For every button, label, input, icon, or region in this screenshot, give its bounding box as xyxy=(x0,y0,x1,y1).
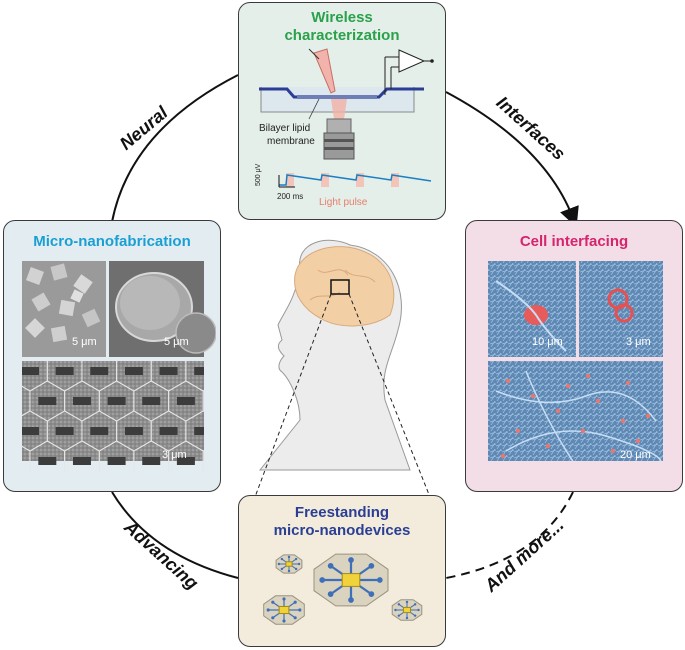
light-pulse-label: Light pulse xyxy=(319,197,368,208)
voltage-trace xyxy=(278,173,432,188)
sem-images xyxy=(22,261,216,461)
device-dot xyxy=(635,438,641,444)
device-dot xyxy=(500,453,506,459)
cell-devices-overlay xyxy=(500,373,651,459)
scale-label-a: 5 μm xyxy=(72,336,97,348)
device-dot xyxy=(645,413,651,419)
device-dot xyxy=(555,408,561,414)
head-silhouette-icon xyxy=(258,239,411,471)
wireless-setup-illustration xyxy=(259,48,434,188)
panel-cell-interfacing: Cell interfacing 10 μm 3 μm 20 μm xyxy=(465,220,683,492)
panel-title-freestanding: Freestanding xyxy=(294,504,390,521)
membrane-label-line2: membrane xyxy=(267,136,315,147)
microchip-icon xyxy=(263,595,305,625)
scale-label-a: 10 μm xyxy=(532,336,563,348)
arc-neural xyxy=(111,74,239,223)
cell-image-a xyxy=(488,261,576,357)
device-dot xyxy=(585,373,591,379)
cell-image-c xyxy=(488,361,663,461)
panel-title-characterization: characterization xyxy=(284,27,400,44)
scale-voltage: 500 μV xyxy=(255,163,262,186)
device-dot xyxy=(545,443,551,449)
panel-micro-nanofabrication: Micro-nanofabrication 5 μm 5 μm xyxy=(3,220,221,492)
device-dot xyxy=(565,383,571,389)
panel-title-cell-interfacing: Cell interfacing xyxy=(519,233,629,250)
microchip-icon xyxy=(275,554,303,574)
scale-label-b: 5 μm xyxy=(164,336,189,348)
panel-freestanding-micro-nanodevices: Freestanding micro-nanodevices xyxy=(238,495,446,647)
device-dot xyxy=(610,448,616,454)
microchip-icon xyxy=(313,553,389,607)
hex-grid-overlay xyxy=(22,361,204,471)
sem-image-squares xyxy=(22,261,106,357)
amplifier-icon xyxy=(384,49,434,95)
scale-label-c: 20 μm xyxy=(620,449,651,461)
laser-pipette-icon xyxy=(308,48,336,94)
arc-and-more xyxy=(445,491,574,579)
panel-title-wireless: Wireless xyxy=(311,9,373,26)
device-dot xyxy=(620,418,626,424)
scale-label-b: 3 μm xyxy=(626,336,651,348)
cell-images xyxy=(488,261,663,461)
brain-icon xyxy=(294,246,395,327)
device-dot xyxy=(515,428,521,434)
arc-interfaces xyxy=(445,91,579,228)
cell-image-b xyxy=(579,261,663,357)
panel-wireless-characterization: Wireless characterization xyxy=(238,2,446,220)
sem-image-disc xyxy=(109,261,216,357)
microchip-icon xyxy=(391,599,423,621)
scale-label-c: 3 μm xyxy=(162,449,187,461)
device-dot xyxy=(505,378,511,384)
device-dot xyxy=(580,428,586,434)
microchip-devices-illustration xyxy=(263,553,423,625)
scale-time: 200 ms xyxy=(277,192,304,201)
membrane-label-line1: Bilayer lipid xyxy=(259,123,311,134)
device-dot xyxy=(625,380,631,386)
panel-title-micro-nanofabrication: Micro-nanofabrication xyxy=(33,233,191,250)
objective-lens-icon xyxy=(323,118,355,160)
device-dot xyxy=(595,398,601,404)
panel-title-micro-nanodevices: micro-nanodevices xyxy=(273,522,411,539)
arc-advancing xyxy=(111,491,239,579)
device-dot xyxy=(530,393,536,399)
